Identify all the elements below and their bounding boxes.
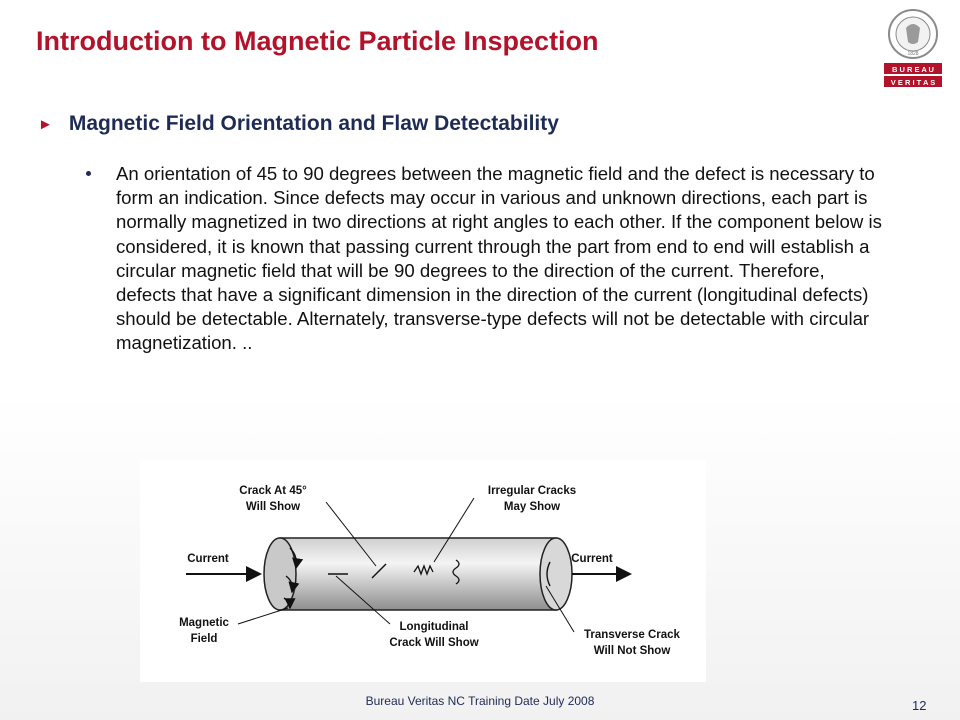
irregular-crack-zigzag [413, 564, 434, 576]
field-arrow-lower [283, 597, 296, 610]
label-longitudinal-line1: Longitudinal [400, 621, 469, 633]
leader-transverse [545, 585, 575, 633]
field-arrow-upper [289, 547, 304, 570]
leader-crack45 [325, 501, 377, 567]
slide-title: Introduction to Magnetic Particle Inspec… [36, 26, 599, 56]
bureau-veritas-logo: 1828 B U R E A U V E R I T A S [884, 9, 942, 87]
logo-word-bureau: B U R E A U [892, 65, 934, 74]
page-number: 12 [912, 698, 927, 713]
label-transverse-line2: Will Not Show [594, 645, 671, 657]
label-irregular-line2: May Show [504, 501, 560, 513]
triangle-bullet-icon: ► [38, 115, 53, 133]
cylinder-body-mask [280, 539, 281, 609]
label-current-left: Current [187, 553, 229, 565]
leader-longitudinal [335, 575, 391, 625]
label-transverse-line1: Transverse Crack [584, 629, 681, 641]
paragraph-text: An orientation of 45 to 90 degrees betwe… [116, 163, 882, 354]
label-crack45-line2: Will Show [246, 501, 300, 513]
logo-seal-outer [888, 9, 938, 59]
field-arrow-middle [285, 575, 300, 594]
leader-irregular [433, 497, 475, 563]
label-crack45-line1: Crack At 45° [239, 485, 307, 497]
section-heading-text: Magnetic Field Orientation and Flaw Dete… [68, 112, 559, 135]
cylinder-body [279, 537, 557, 611]
logo-seal-year: 1828 [907, 51, 918, 57]
cylinder-right-end [539, 537, 573, 611]
magnetic-field-diagram: Crack At 45° Will Show Irregular Cracks … [140, 460, 706, 682]
label-magnetic-line1: Magnetic [179, 617, 229, 629]
footer-text: Bureau Veritas NC Training Date July 200… [365, 694, 595, 708]
bullet-paragraph: An orientation of 45 to 90 degrees betwe… [86, 162, 886, 356]
transverse-crack [546, 561, 551, 587]
diagram-svg: Crack At 45° Will Show Irregular Cracks … [179, 485, 681, 657]
section-heading: ► Magnetic Field Orientation and Flaw De… [38, 112, 559, 136]
irregular-crack-squiggle [452, 559, 460, 585]
round-bullet-icon [86, 171, 91, 176]
crack-45-degrees [371, 563, 387, 579]
label-current-right: Current [571, 553, 613, 565]
label-magnetic-line2: Field [191, 633, 218, 645]
label-irregular-line1: Irregular Cracks [488, 485, 576, 497]
logo-word-veritas: V E R I T A S [891, 78, 935, 87]
leader-magnetic [237, 607, 289, 625]
logo-band-bottom [884, 76, 942, 87]
logo-seal-emblem [906, 24, 920, 44]
label-longitudinal-line2: Crack Will Show [389, 637, 478, 649]
logo-band-top [884, 63, 942, 74]
